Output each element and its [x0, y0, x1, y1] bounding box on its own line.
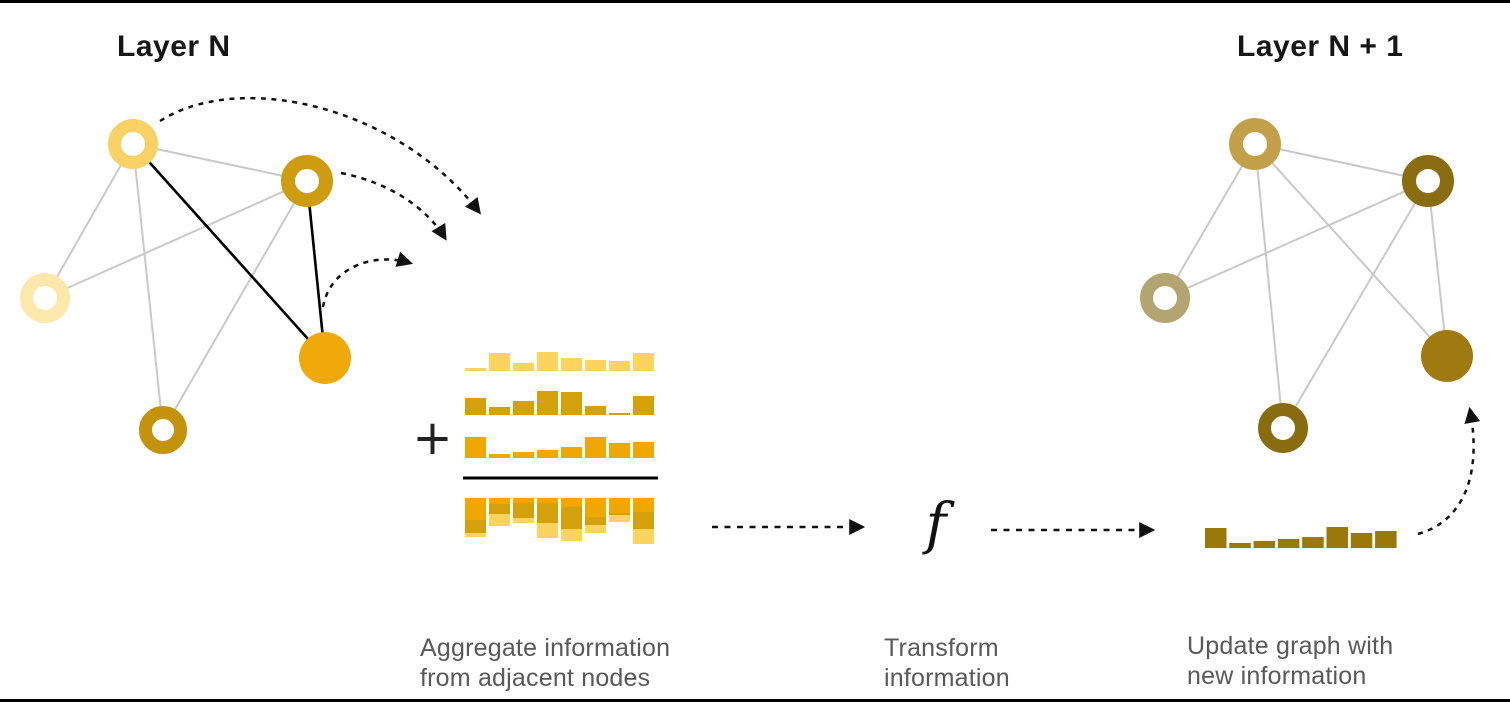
graph-edge	[1427, 180, 1448, 357]
message-bars-top-bar	[561, 358, 582, 371]
aggregated-stacked-bars-segment	[561, 507, 582, 529]
graph-edge	[1254, 143, 1284, 429]
aggregated-stacked-bars-segment	[489, 498, 510, 504]
graph-edge	[1282, 180, 1429, 429]
graph-edge	[1254, 143, 1448, 357]
layer-n-title: Layer N	[117, 30, 231, 63]
transformed-bars-bar	[1350, 533, 1373, 548]
message-bars-top-bar	[465, 368, 486, 371]
aggregated-stacked-bars-segment	[513, 503, 534, 518]
message-bars-top-bar	[513, 363, 534, 371]
message-bars-mid-bar	[561, 392, 582, 415]
aggregated-stacked-bars-segment	[561, 498, 582, 507]
transformed-bars-bar	[1205, 528, 1227, 548]
layer-n1-node-top-right	[1402, 155, 1454, 207]
message-bars-mid-bar	[465, 398, 486, 415]
message-bars-mid-bar	[513, 401, 534, 415]
transformed-bars-bar	[1277, 539, 1300, 548]
layer-n-node-bottom	[139, 406, 187, 454]
layer-n1-node-left	[1140, 273, 1190, 323]
graph-edge	[305, 180, 327, 359]
graph-edge	[44, 143, 134, 299]
aggregated-stacked-bars-segment	[633, 512, 654, 529]
plus-operator: +	[412, 410, 453, 466]
aggregated-stacked-bars-segment	[465, 533, 486, 537]
transform-function-symbol: f	[925, 491, 947, 557]
update-arrow	[1417, 406, 1481, 536]
message-bars-mid-bar	[585, 406, 606, 415]
aggregated-stacked-bars-segment	[633, 529, 654, 544]
message-bars-bottom-bar	[513, 452, 534, 458]
layer-n1-node-bottom	[1258, 403, 1308, 453]
transformed-bars-bar	[1229, 543, 1251, 548]
message-bars-top-bar	[585, 360, 606, 371]
transformed-bars-bar	[1326, 527, 1348, 548]
message-bars-bottom-bar	[489, 454, 510, 458]
transformed-bars-bar	[1375, 531, 1397, 548]
aggregated-stacked-bars-segment	[465, 520, 486, 533]
transformed-bars-bar	[1253, 541, 1276, 548]
graph-edge	[1254, 143, 1429, 182]
message-bars-mid-bar	[609, 413, 630, 415]
aggregated-stacked-bars-segment	[537, 498, 558, 503]
transformed-bars-bar	[1302, 537, 1324, 548]
layer-n1-node-top-left	[1229, 118, 1281, 170]
aggregated-stacked-bars-segment	[585, 498, 606, 517]
layer-n1-node-center	[1421, 330, 1473, 382]
aggregated-stacked-bars-segment	[513, 518, 534, 523]
update-caption: Update graph with new information	[1187, 632, 1394, 690]
graph-edge	[132, 143, 164, 431]
aggregated-stacked-bars-segment	[633, 498, 654, 512]
layer-n-node-top-mid	[281, 155, 333, 207]
aggregated-stacked-bars-segment	[489, 504, 510, 514]
aggregate-caption: Aggregate information from adjacent node…	[420, 634, 671, 692]
graph-edge	[1164, 180, 1429, 299]
aggregated-stacked-bars-segment	[537, 523, 558, 538]
message-bars-mid-bar	[489, 407, 510, 415]
message-bars-bottom-bar	[585, 437, 606, 458]
message-bars-top-bar	[633, 353, 654, 371]
message-arrow-from-top-left	[159, 96, 481, 215]
layer-n-node-left	[20, 273, 70, 323]
aggregated-stacked-bars-segment	[489, 514, 510, 526]
graph-edge	[132, 143, 326, 359]
message-bars-bottom-bar	[561, 447, 582, 458]
aggregated-stacked-bars-segment	[585, 517, 606, 525]
aggregated-stacked-bars-segment	[585, 525, 606, 533]
message-arrow-from-center	[321, 251, 414, 308]
graph-edge	[162, 180, 308, 431]
aggregated-stacked-bars-segment	[609, 515, 630, 522]
aggregated-stacked-bars-segment	[561, 529, 582, 541]
layer-n-plus-1-title: Layer N + 1	[1237, 30, 1404, 63]
aggregated-stacked-bars-segment	[609, 513, 630, 515]
aggregated-stacked-bars-segment	[537, 503, 558, 523]
message-bars-top-bar	[537, 352, 558, 371]
message-bars-bottom-bar	[609, 443, 630, 458]
aggregated-stacked-bars-segment	[465, 498, 486, 520]
message-bars-bottom-bar	[465, 437, 486, 458]
message-arrow-from-top-mid	[340, 171, 447, 241]
graph-edge	[1164, 143, 1256, 299]
message-bars-top-bar	[489, 353, 510, 371]
aggregated-stacked-bars-segment	[609, 498, 630, 513]
layer-n-node-top-left	[108, 119, 158, 169]
message-bars-top-bar	[609, 361, 630, 371]
layer-n-node-center	[299, 332, 351, 384]
transform-caption: Transform information	[884, 634, 1010, 692]
message-bars-mid-bar	[537, 391, 558, 415]
message-bars-mid-bar	[633, 396, 654, 415]
aggregated-stacked-bars-segment	[513, 498, 534, 503]
message-bars-bottom-bar	[537, 450, 558, 458]
message-bars-bottom-bar	[633, 442, 654, 458]
graph-edge	[44, 180, 308, 299]
graph-edge	[132, 143, 308, 182]
